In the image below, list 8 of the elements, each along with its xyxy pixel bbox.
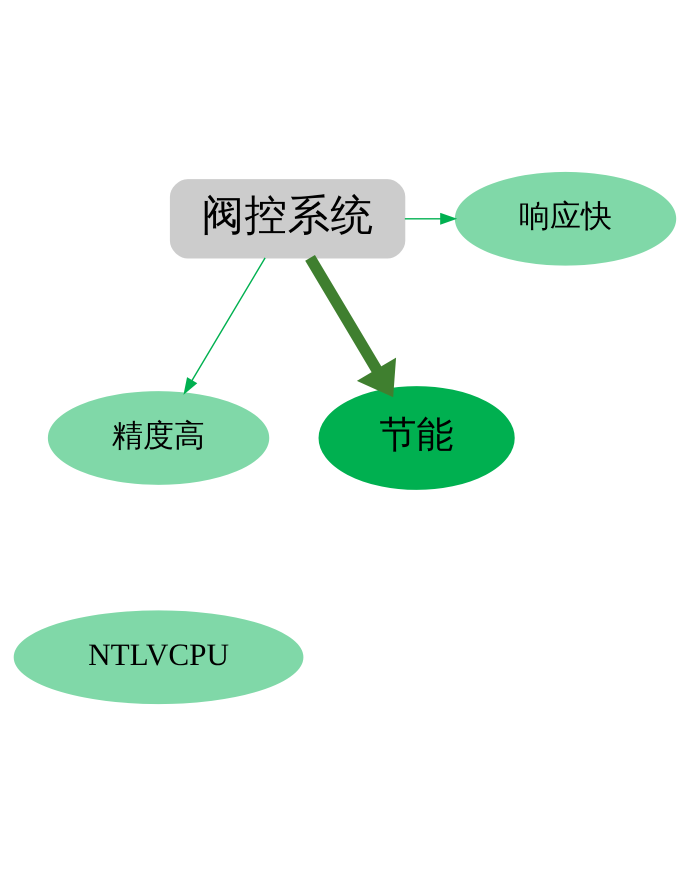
node-ellipse: NTLVCPU [14, 610, 304, 704]
node-ellipse: 响应快 [454, 172, 676, 266]
node-ellipse: 节能 [318, 386, 515, 490]
node-box: 阀控系统 [170, 179, 406, 258]
arrow [305, 255, 396, 398]
arrow [183, 258, 266, 395]
arrow [404, 212, 458, 225]
node-ellipse: 精度高 [48, 391, 270, 485]
